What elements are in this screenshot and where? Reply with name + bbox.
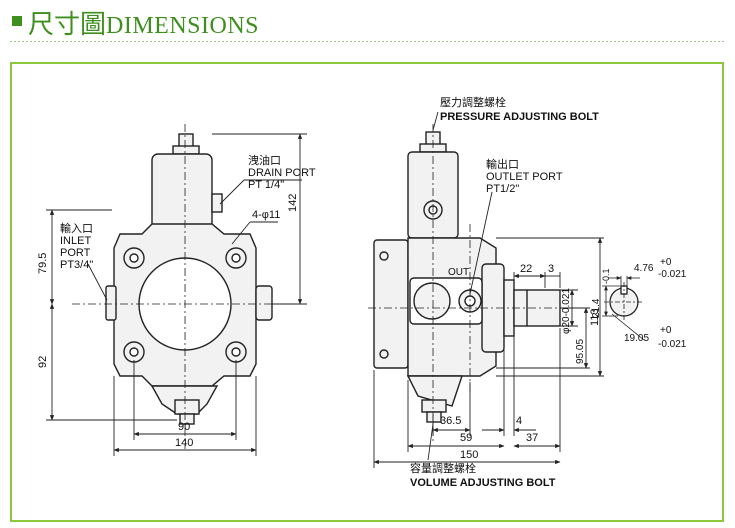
header-divider xyxy=(10,41,725,42)
mounting-holes xyxy=(123,247,247,363)
front-bottom-nut xyxy=(174,399,200,415)
side-inlet-port xyxy=(413,282,451,320)
front-right-boss xyxy=(255,285,273,321)
dim-front-height: 142 xyxy=(287,193,299,212)
dim-lower-height: 92 xyxy=(37,355,49,368)
drain-label-en: DRAIN PORT xyxy=(248,167,316,179)
bolt-hole-leader xyxy=(231,221,251,245)
flange-screw xyxy=(379,349,389,359)
volume-leader xyxy=(427,423,434,461)
dim-mount-spacing: 90 xyxy=(178,421,191,433)
dim-shaft-center: 95.05 xyxy=(575,338,586,364)
dim-side-width: 150 xyxy=(460,449,479,461)
outlet-size: PT1/2" xyxy=(486,183,520,195)
volume-nut xyxy=(421,399,447,413)
dim-shaft-section-tol-dn: -0.021 xyxy=(658,339,687,350)
drive-shaft xyxy=(513,289,561,327)
pressure-leader xyxy=(432,111,439,131)
front-view xyxy=(105,133,273,425)
drain-leader xyxy=(219,179,245,205)
volume-label-en: VOLUME ADJUSTING BOLT xyxy=(410,477,556,489)
dim-key-length: 22 xyxy=(520,263,533,275)
shaft-section xyxy=(602,276,645,341)
side-flange xyxy=(373,239,409,369)
inlet-boss xyxy=(105,285,117,321)
bolt-holes-label: 4-φ11 xyxy=(252,209,281,221)
inlet-size: PT3/4" xyxy=(60,259,94,271)
front-dimension-lines xyxy=(46,133,307,456)
volume-label-cn: 容量調整螺栓 xyxy=(410,463,476,475)
drain-size: PT 1/4" xyxy=(248,179,285,191)
front-centerlines xyxy=(72,124,287,449)
pressure-label-cn: 壓力調整螺栓 xyxy=(440,97,506,109)
front-bottom-bolt xyxy=(179,413,195,425)
page-header: 尺寸圖DIMENSIONS xyxy=(0,0,735,44)
side-lower-body xyxy=(406,375,463,407)
volume-bolt xyxy=(426,411,442,423)
technical-drawing xyxy=(46,111,645,468)
inlet-label-en2: PORT xyxy=(60,247,91,259)
out-mark: OUT xyxy=(448,267,470,278)
inlet-label-cn: 輸入口 xyxy=(60,223,93,235)
dim-flange-gap: 4 xyxy=(516,415,523,427)
page-title: 尺寸圖DIMENSIONS xyxy=(28,4,259,41)
drain-label-cn: 洩油口 xyxy=(248,155,281,167)
flange-screw xyxy=(379,251,389,261)
dim-key-width-tol-dn: -0.021 xyxy=(658,269,687,280)
page-title-en: DIMENSIONS xyxy=(106,13,260,39)
dim-key-offset: 3 xyxy=(548,263,555,275)
dim-body-depth: 59 xyxy=(460,432,473,444)
outlet-label-cn: 輸出口 xyxy=(486,159,519,171)
dim-front-width: 140 xyxy=(175,437,194,449)
front-top-nut xyxy=(172,145,200,155)
outlet-leader xyxy=(469,191,493,295)
dim-shaft-reach: 37 xyxy=(526,432,539,444)
dim-key-width: 4.76 xyxy=(634,263,654,274)
pressure-label-en: PRESSURE ADJUSTING BOLT xyxy=(440,111,599,123)
dim-shaft-section-tol-up: +0 xyxy=(660,325,672,336)
dim-key-width-tol-up: +0 xyxy=(660,257,672,268)
page-title-cjk: 尺寸圖 xyxy=(28,9,107,39)
dim-key-height: 21.4 xyxy=(591,298,602,318)
outlet-label-en: OUTLET PORT xyxy=(486,171,563,183)
shaft-section-leader xyxy=(611,313,645,341)
dim-inlet-height: 79.5 xyxy=(37,252,49,274)
dim-shaft-section: 19.05 xyxy=(624,333,650,344)
side-centerlines xyxy=(368,124,572,444)
drawing-panel: 洩油口 DRAIN PORT PT 1/4" 4-φ11 輸入口 INLET P… xyxy=(10,62,724,522)
dim-base-offset: 36.5 xyxy=(440,415,462,427)
dim-shaft-dia: φ20-0.021 xyxy=(561,288,572,334)
inlet-leader xyxy=(87,263,108,301)
inlet-label-en1: INLET xyxy=(60,235,92,247)
drain-fitting xyxy=(211,193,223,213)
header-bullet-icon xyxy=(12,16,22,26)
side-dimension-lines xyxy=(373,111,604,468)
dim-key-height-tol: -0.1 xyxy=(601,268,611,284)
